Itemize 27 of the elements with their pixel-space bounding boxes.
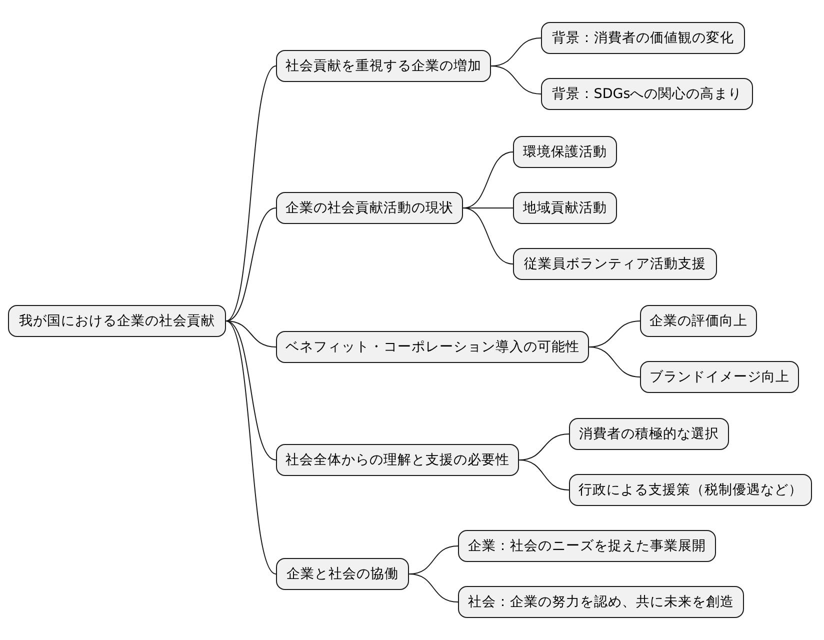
connector-line bbox=[462, 208, 514, 264]
topic-box: 行政による支援策（税制優遇など） bbox=[569, 474, 812, 506]
connector-line bbox=[226, 208, 276, 322]
topic-box: 企業：社会のニーズを捉えた事業展開 bbox=[458, 530, 716, 562]
topic-box: 背景：消費者の価値観の変化 bbox=[541, 22, 745, 54]
connector-line bbox=[408, 574, 458, 602]
topic-box: 環境保護活動 bbox=[513, 136, 617, 168]
topic-box: 消費者の積極的な選択 bbox=[569, 418, 729, 450]
topic-box: 社会全体からの理解と支援の必要性 bbox=[276, 444, 519, 476]
connector-line bbox=[490, 66, 542, 94]
topic-box: 企業の社会貢献活動の現状 bbox=[276, 192, 463, 224]
topic-box: ベネフィット・コーポレーション導入の可能性 bbox=[276, 331, 589, 363]
topic-box: ブランドイメージ向上 bbox=[640, 361, 799, 393]
topic-box: 地域貢献活動 bbox=[513, 192, 617, 224]
connector-line bbox=[588, 346, 640, 378]
connector-line bbox=[226, 320, 276, 348]
topic-box: 企業と社会の協働 bbox=[276, 558, 409, 590]
connector-line bbox=[226, 320, 276, 574]
topic-box: 背景：SDGsへの関心の高まり bbox=[541, 78, 753, 110]
topic-box: 企業の評価向上 bbox=[640, 305, 757, 337]
topic-box: 従業員ボランティア活動支援 bbox=[513, 248, 717, 280]
connector-line bbox=[226, 66, 276, 322]
topic-box: 社会：企業の努力を認め、共に未来を創造 bbox=[458, 586, 744, 618]
connector-line bbox=[518, 460, 570, 490]
topic-box: 我が国における企業の社会貢献 bbox=[8, 305, 226, 337]
topic-box: 社会貢献を重視する企業の増加 bbox=[276, 50, 491, 82]
connector-line bbox=[226, 320, 276, 460]
